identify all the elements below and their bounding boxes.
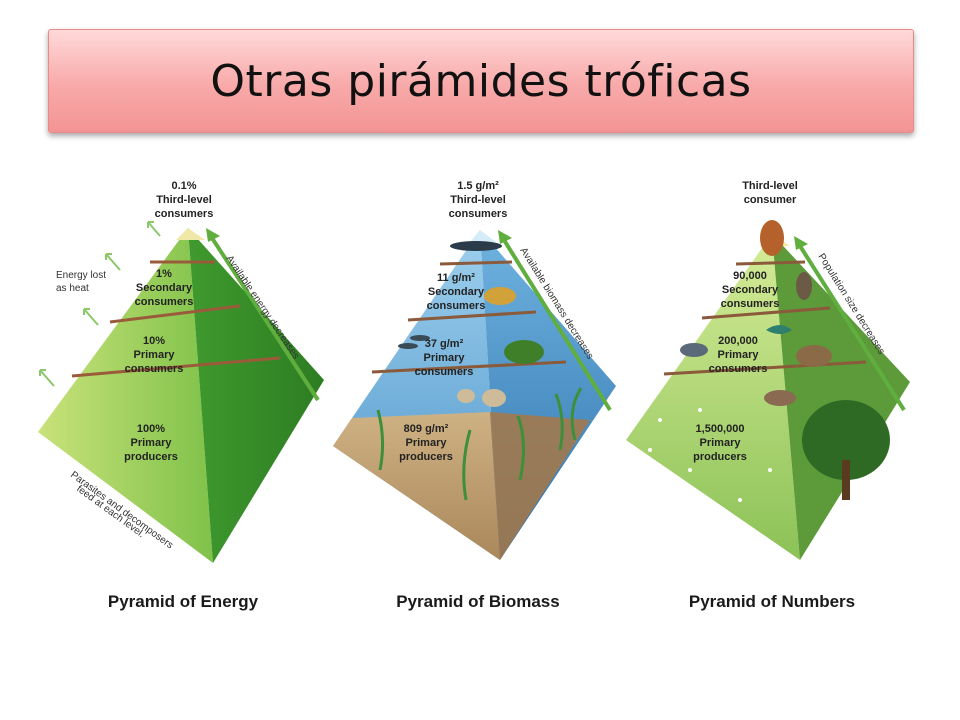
biomass-level-2-value: 11 g/m² bbox=[437, 272, 475, 284]
numbers-level-4-value: 1,500,000 bbox=[696, 423, 745, 435]
biomass-level-3-label: Primary bbox=[424, 352, 466, 364]
numbers-level-1-label: Third-level bbox=[742, 180, 798, 192]
biomass-level-4-value: 809 g/m² bbox=[404, 423, 449, 435]
energy-level-2-value: 1% bbox=[156, 268, 172, 280]
biomass-level-1-label: Third-level bbox=[450, 194, 506, 206]
biomass-level-3-value: 37 g/m² bbox=[425, 338, 464, 350]
tree-icon bbox=[802, 400, 890, 480]
energy-pyramid bbox=[38, 221, 324, 563]
energy-level-2-label-2: consumers bbox=[135, 296, 194, 308]
energy-level-3-label: Primary bbox=[134, 349, 176, 361]
pike-icon bbox=[450, 241, 502, 251]
energy-heat-label: Energy lost bbox=[56, 270, 106, 281]
numbers-level-4-label-2: producers bbox=[693, 451, 747, 463]
biomass-level-4-label: Primary bbox=[406, 437, 448, 449]
snake-icon bbox=[766, 325, 792, 334]
energy-level-4-label: Primary bbox=[131, 437, 173, 449]
numbers-level-2-label: Secondary bbox=[722, 284, 779, 296]
numbers-pyramid-left-face bbox=[626, 234, 800, 560]
energy-level-3-value: 10% bbox=[143, 335, 165, 347]
biomass-level-2-label-2: consumers bbox=[427, 300, 486, 312]
energy-level-4-label-2: producers bbox=[124, 451, 178, 463]
energy-level-2-label: Secondary bbox=[136, 282, 193, 294]
energy-pyramid-left-face bbox=[38, 228, 213, 563]
biomass-level-4-label-2: producers bbox=[399, 451, 453, 463]
numbers-level-1-label-2: consumer bbox=[744, 194, 797, 206]
biomass-level-2-label: Secondary bbox=[428, 286, 485, 298]
numbers-pyramid bbox=[626, 220, 910, 560]
fish-icon bbox=[484, 287, 516, 305]
shrew-icon bbox=[680, 343, 708, 357]
energy-heat-label-2: as heat bbox=[56, 283, 89, 294]
biomass-level-3-label-2: consumers bbox=[415, 366, 474, 378]
slide-title: Otras pirámides tróficas bbox=[210, 55, 752, 107]
numbers-level-2-label-2: consumers bbox=[721, 298, 780, 310]
numbers-pyramid-right-face bbox=[772, 234, 910, 560]
rabbit-icon bbox=[796, 345, 832, 367]
energy-level-4-value: 100% bbox=[137, 423, 165, 435]
biomass-caption: Pyramid of Biomass bbox=[396, 592, 559, 611]
numbers-level-3-value: 200,000 bbox=[718, 335, 758, 347]
numbers-level-4-label: Primary bbox=[700, 437, 742, 449]
energy-level-1-label: Third-level bbox=[156, 194, 212, 206]
owl-icon bbox=[796, 272, 812, 300]
turtle-icon bbox=[504, 340, 544, 364]
fox-icon bbox=[760, 220, 784, 256]
biomass-level-1-label-2: consumers bbox=[449, 208, 508, 220]
numbers-caption: Pyramid of Numbers bbox=[689, 592, 855, 611]
numbers-level-3-label: Primary bbox=[718, 349, 760, 361]
title-banner: Otras pirámides tróficas bbox=[48, 29, 914, 133]
energy-level-3-label-2: consumers bbox=[125, 363, 184, 375]
biomass-pyramid bbox=[333, 230, 616, 560]
energy-level-1-value: 0.1% bbox=[171, 180, 196, 192]
numbers-level-2-value: 90,000 bbox=[733, 270, 767, 282]
mouse-icon bbox=[764, 390, 796, 406]
biomass-level-1-value: 1.5 g/m² bbox=[457, 180, 499, 192]
snail-icon bbox=[482, 389, 506, 407]
energy-pyramid-right-face bbox=[188, 228, 324, 563]
numbers-level-3-label-2: consumers bbox=[709, 363, 768, 375]
energy-caption: Pyramid of Energy bbox=[108, 592, 259, 611]
energy-level-1-label-2: consumers bbox=[155, 208, 214, 220]
